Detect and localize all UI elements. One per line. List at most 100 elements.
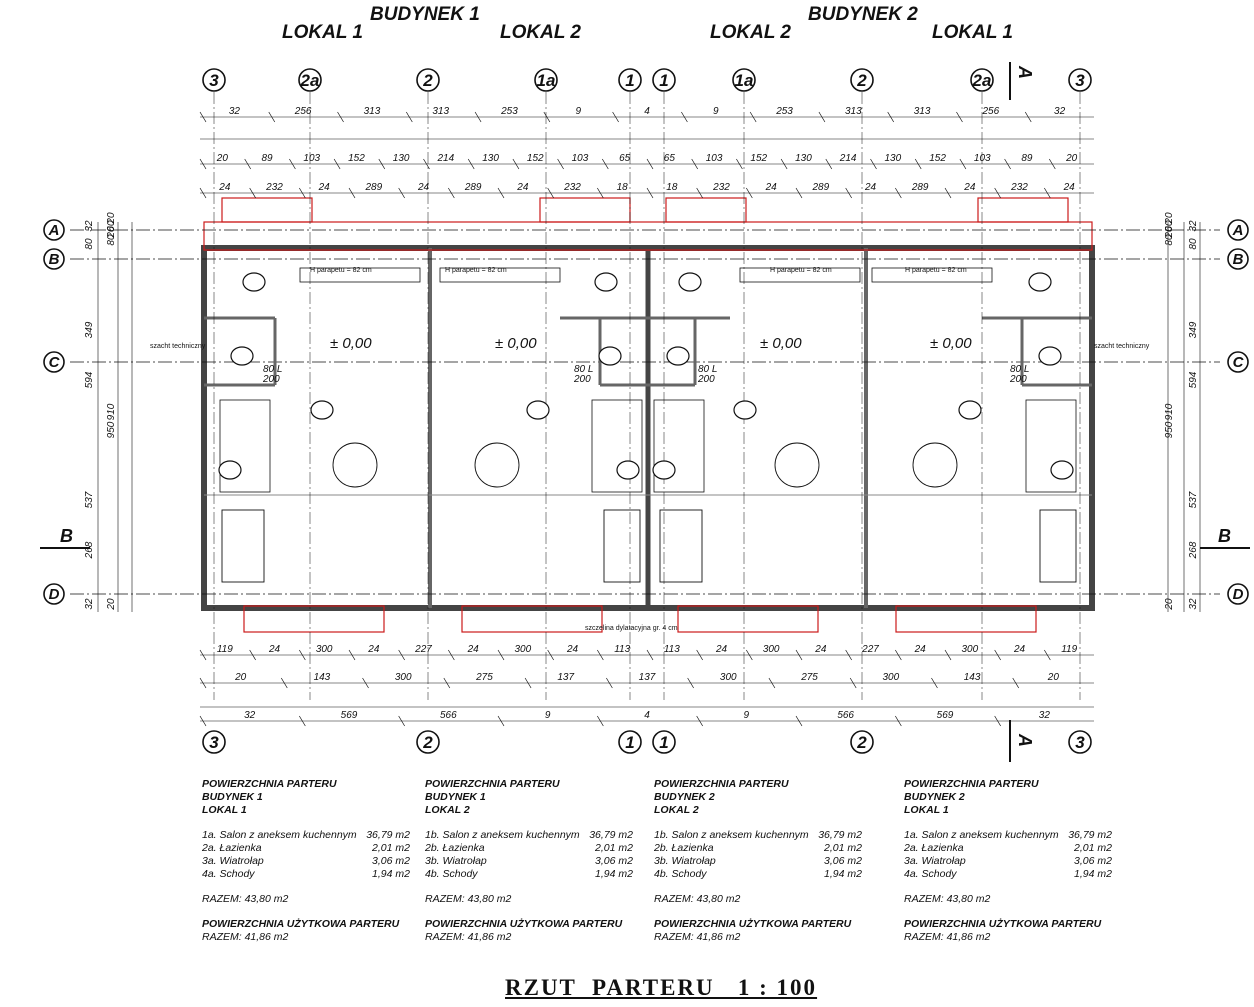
- axis-bubble: [202, 68, 226, 92]
- dimension-value: 113: [614, 644, 630, 655]
- drawing-title: RZUT PARTERU 1 : 100: [505, 975, 818, 1000]
- dimension-value: 130: [482, 153, 499, 164]
- window-sill-note: H parapetu = 82 cm: [770, 267, 832, 274]
- room-bubble: [1050, 460, 1074, 480]
- axis-bubble: [1068, 730, 1092, 754]
- dimension-tick: [956, 111, 963, 123]
- dimension-value: 18: [666, 182, 678, 193]
- dimension-value: 130: [885, 153, 902, 164]
- room-name: 3b. Wiatrołap: [425, 855, 487, 867]
- dimension-tick: [887, 111, 894, 123]
- dimension-value: 300: [395, 672, 412, 683]
- porch-canopy: [665, 197, 747, 223]
- dimension-tick: [687, 677, 694, 689]
- axis-bubble: [652, 68, 676, 92]
- room-area: 2,01 m2: [372, 842, 410, 854]
- room-area: 2,01 m2: [1074, 842, 1112, 854]
- room-area: 36,79 m2: [818, 829, 862, 841]
- dimension-value: 300: [882, 672, 899, 683]
- usable-area-sum: RAZEM: 41,86 m2: [904, 931, 991, 943]
- dimension-value: 227: [414, 644, 432, 655]
- dimension-tick: [289, 158, 296, 170]
- dimension-value: 232: [563, 182, 581, 193]
- dimension-value: 143: [964, 672, 981, 683]
- dimension-tick: [646, 649, 654, 661]
- dimension-tick: [398, 649, 405, 661]
- room-area: 3,06 m2: [595, 855, 633, 867]
- kitchen-counter: [439, 267, 561, 283]
- dimension-value: 80: [84, 238, 95, 250]
- door-label: 80 L: [263, 364, 282, 375]
- dimension-value: 103: [706, 153, 723, 164]
- dimension-tick: [696, 715, 703, 727]
- room-bubble: [594, 272, 618, 292]
- dimension-tick: [249, 649, 256, 661]
- dimension-value: 32: [1188, 220, 1199, 232]
- room-name: 4b. Schody: [425, 868, 478, 880]
- dimension-value: 4: [644, 106, 650, 117]
- dimension-value: 9: [744, 710, 750, 721]
- building-1-heading: BUDYNEK 1: [370, 4, 480, 25]
- dimension-tick: [512, 158, 520, 170]
- dimension-value: 24: [814, 644, 827, 655]
- section-mark-a-top: A: [1015, 66, 1035, 79]
- table-heading: POWIERZCHNIA PARTERU: [425, 778, 560, 790]
- dimension-value: 32: [84, 220, 95, 232]
- dimension-value: 137: [557, 672, 574, 683]
- dimension-value: 80: [106, 234, 117, 246]
- dimension-tick: [895, 187, 902, 199]
- axis-label: 1a: [537, 71, 556, 90]
- dimension-value: 9: [713, 106, 719, 117]
- dining-table: [474, 442, 520, 488]
- floor-level-mark: ± 0,00: [495, 335, 537, 352]
- terrace: [677, 605, 819, 633]
- dimension-tick: [199, 715, 207, 727]
- dining-table: [774, 442, 820, 488]
- dimension-value: 275: [475, 672, 493, 683]
- section-mark-b-right: B: [1218, 526, 1231, 546]
- table-heading: POWIERZCHNIA PARTERU: [654, 778, 789, 790]
- room-name: 4a. Schody: [904, 868, 957, 880]
- room-area: 36,79 m2: [589, 829, 633, 841]
- dimension-value: 569: [937, 710, 954, 721]
- dimension-tick: [497, 649, 505, 661]
- dimension-value: 313: [845, 106, 862, 117]
- dimension-value: 20: [106, 212, 117, 225]
- room-area: 3,06 m2: [824, 855, 862, 867]
- dimension-value: 32: [229, 106, 241, 117]
- dimension-value: 20: [1164, 212, 1175, 225]
- dimension-tick: [199, 187, 207, 199]
- sofa: [659, 509, 703, 583]
- table-sum: RAZEM: 43,80 m2: [202, 893, 289, 905]
- door-label: 80 L: [574, 364, 593, 375]
- dimension-value: 910: [1164, 403, 1175, 420]
- dimension-tick: [825, 158, 833, 170]
- dimension-value: 24: [914, 644, 927, 655]
- dimension-value: 253: [775, 106, 793, 117]
- dimension-value: 300: [763, 644, 780, 655]
- dimension-tick: [398, 715, 405, 727]
- shaft-label: szacht techniczny: [150, 343, 206, 350]
- usable-area-sum: RAZEM: 41,86 m2: [425, 931, 512, 943]
- room-bubble: [310, 400, 334, 420]
- dimension-value: 256: [294, 106, 312, 117]
- axis-bubble: [43, 351, 65, 373]
- dimension-value: 268: [1188, 541, 1199, 559]
- usable-area-heading: POWIERZCHNIA UŻYTKOWA PARTERU: [904, 918, 1102, 930]
- table-sum: RAZEM: 43,80 m2: [654, 893, 741, 905]
- dimension-value: 24: [218, 182, 231, 193]
- room-bubble: [598, 346, 622, 366]
- dimension-value: 20: [1164, 226, 1175, 239]
- axis-bubble: [970, 68, 994, 92]
- axis-bubble: [732, 68, 756, 92]
- dimension-value: 24: [566, 644, 579, 655]
- dimension-value: 20: [216, 153, 229, 164]
